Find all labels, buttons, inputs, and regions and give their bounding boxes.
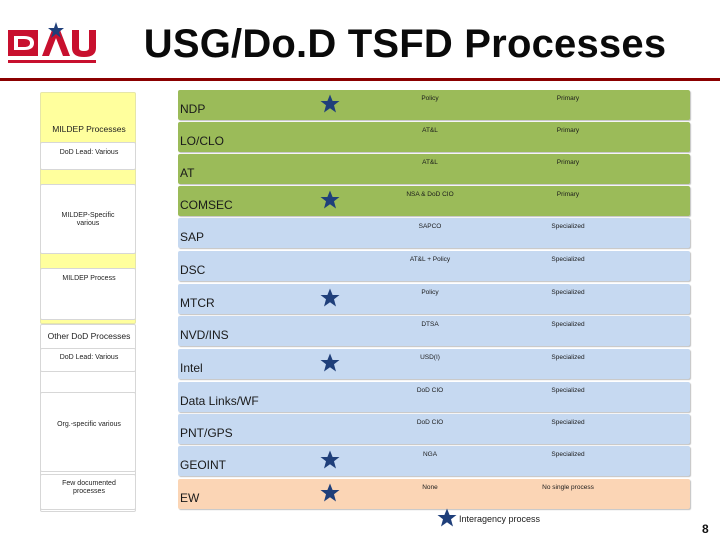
other-dod-lead-box bbox=[40, 348, 136, 372]
other-dod-lead-label: DoD Lead: Various bbox=[59, 354, 119, 361]
star-icon bbox=[437, 508, 457, 527]
star-icon bbox=[320, 483, 340, 502]
mildep-specific-label: MILDEP-Specific various bbox=[61, 212, 115, 227]
process-row: AT AT&L Primary bbox=[178, 154, 690, 184]
process-type: Primary bbox=[556, 95, 580, 102]
process-name: NVD/INS bbox=[180, 328, 229, 342]
process-owner: NSA & DoD CIO bbox=[406, 191, 454, 198]
mildep-process-label: MILDEP Process bbox=[62, 275, 116, 282]
process-name: MTCR bbox=[180, 296, 215, 310]
star-icon bbox=[320, 190, 340, 209]
process-owner: DTSA bbox=[421, 321, 439, 328]
process-row: DSC AT&L + Policy Specialized bbox=[178, 251, 690, 281]
process-owner: DoD CIO bbox=[416, 419, 444, 426]
process-owner: AT&L bbox=[422, 127, 438, 134]
left-process-panel: MILDEP Processes DoD Lead: Various MILDE… bbox=[40, 92, 138, 512]
page-title: USG/Do.D TSFD Processes bbox=[143, 22, 667, 66]
mildep-process-box bbox=[40, 268, 136, 320]
star-icon bbox=[320, 94, 340, 113]
process-type: Specialized bbox=[551, 419, 585, 426]
process-type: Primary bbox=[556, 159, 580, 166]
process-owner: AT&L bbox=[422, 159, 438, 166]
process-row: COMSEC NSA & DoD CIO Primary bbox=[178, 186, 690, 216]
process-row: NVD/INS DTSA Specialized bbox=[178, 316, 690, 346]
mildep-processes-label: MILDEP Processes bbox=[52, 124, 126, 134]
process-row: GEOINT NGA Specialized bbox=[178, 446, 690, 476]
process-name: EW bbox=[180, 491, 200, 505]
process-type: Specialized bbox=[551, 451, 585, 458]
process-owner: USD(I) bbox=[420, 354, 440, 361]
mildep-specific-box bbox=[40, 184, 136, 254]
process-owner: Policy bbox=[421, 289, 439, 296]
process-type: Specialized bbox=[551, 256, 585, 263]
process-name: LO/CLO bbox=[180, 134, 225, 148]
process-type: No single process bbox=[542, 484, 594, 491]
process-row: PNT/GPS DoD CIO Specialized bbox=[178, 414, 690, 444]
process-row: SAP SAPCO Specialized bbox=[178, 218, 690, 248]
process-type: Specialized bbox=[551, 354, 585, 361]
dau-logo bbox=[8, 22, 108, 68]
process-type: Primary bbox=[556, 191, 580, 198]
process-owner: None bbox=[422, 484, 438, 491]
process-row: Intel USD(I) Specialized bbox=[178, 349, 690, 379]
star-icon bbox=[320, 450, 340, 469]
star-icon bbox=[320, 288, 340, 307]
process-name: DSC bbox=[180, 263, 206, 277]
page-number: 8 bbox=[702, 522, 709, 536]
org-specific-box bbox=[40, 392, 136, 472]
star-icon bbox=[320, 353, 340, 372]
process-name: Data Links/WF bbox=[180, 394, 259, 408]
process-name: COMSEC bbox=[180, 198, 233, 212]
process-row: NDP Policy Primary bbox=[178, 90, 690, 120]
process-row: Data Links/WF DoD CIO Specialized bbox=[178, 382, 690, 412]
process-row: EW None No single process bbox=[178, 479, 690, 509]
process-name: Intel bbox=[180, 361, 203, 375]
process-owner: Policy bbox=[421, 95, 439, 102]
process-name: GEOINT bbox=[180, 458, 227, 472]
mildep-lead-box bbox=[40, 142, 136, 170]
process-type: Primary bbox=[556, 127, 580, 134]
process-name: PNT/GPS bbox=[180, 426, 233, 440]
other-dod-label: Other DoD Processes bbox=[47, 331, 131, 341]
process-name: AT bbox=[180, 166, 195, 180]
mildep-lead-label: DoD Lead: Various bbox=[59, 149, 119, 156]
process-type: Specialized bbox=[551, 387, 585, 394]
process-owner: AT&L + Policy bbox=[409, 256, 451, 263]
process-name: SAP bbox=[180, 230, 205, 244]
process-type: Specialized bbox=[551, 289, 585, 296]
process-owner: SAPCO bbox=[418, 223, 442, 230]
process-type: Specialized bbox=[551, 223, 585, 230]
org-specific-label: Org.-specific various bbox=[57, 421, 121, 428]
process-name: NDP bbox=[180, 102, 206, 116]
title-divider bbox=[0, 78, 720, 81]
legend-label: Interagency process bbox=[459, 514, 541, 524]
process-row: MTCR Policy Specialized bbox=[178, 284, 690, 314]
few-documented-label: Few documented processes bbox=[62, 480, 116, 495]
process-owner: NGA bbox=[422, 451, 438, 458]
process-type: Specialized bbox=[551, 321, 585, 328]
process-row: LO/CLO AT&L Primary bbox=[178, 122, 690, 152]
process-owner: DoD CIO bbox=[416, 387, 444, 394]
dau-logo-graphic bbox=[8, 22, 96, 63]
few-documented-box bbox=[40, 474, 136, 510]
